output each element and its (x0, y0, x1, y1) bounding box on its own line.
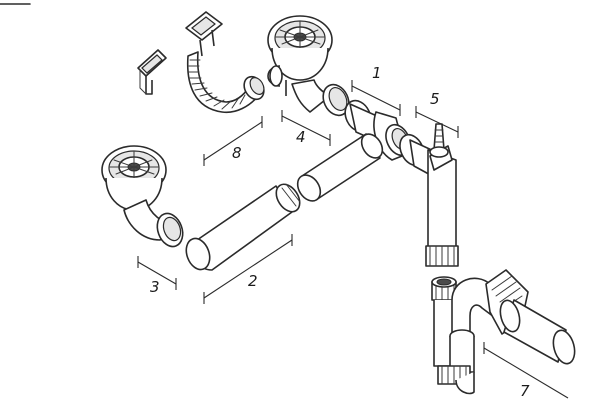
callout-bracket-2 (203, 234, 293, 304)
callout-bracket-8 (203, 116, 263, 166)
drain-branch-part-5 (399, 123, 459, 267)
callout-number-7: 7 (520, 382, 530, 400)
callout-bracket-4 (281, 110, 331, 146)
callout-number-3: 3 (150, 278, 160, 296)
callout-bracket-3 (137, 256, 177, 290)
callout-number-4: 4 (296, 128, 306, 146)
elbow-part-4 (291, 79, 350, 117)
callout-bracket-1 (351, 80, 401, 116)
connecting-pipe-part-2 (185, 183, 301, 271)
callout-number-2: 2 (248, 272, 258, 290)
callout-bracket-5 (415, 106, 459, 138)
callout-number-5: 5 (430, 90, 440, 108)
strainer-basket-top (267, 15, 333, 96)
strainer-basket-left (101, 145, 184, 248)
connecting-pipe-upper (296, 133, 384, 202)
overflow-grille-part (137, 49, 167, 95)
callout-number-1: 1 (372, 64, 382, 82)
overflow-hose-part (185, 11, 265, 114)
siphon-trap-part-7 (431, 269, 576, 395)
callout-bracket-7 (483, 342, 569, 399)
callout-number-8: 8 (232, 144, 242, 162)
